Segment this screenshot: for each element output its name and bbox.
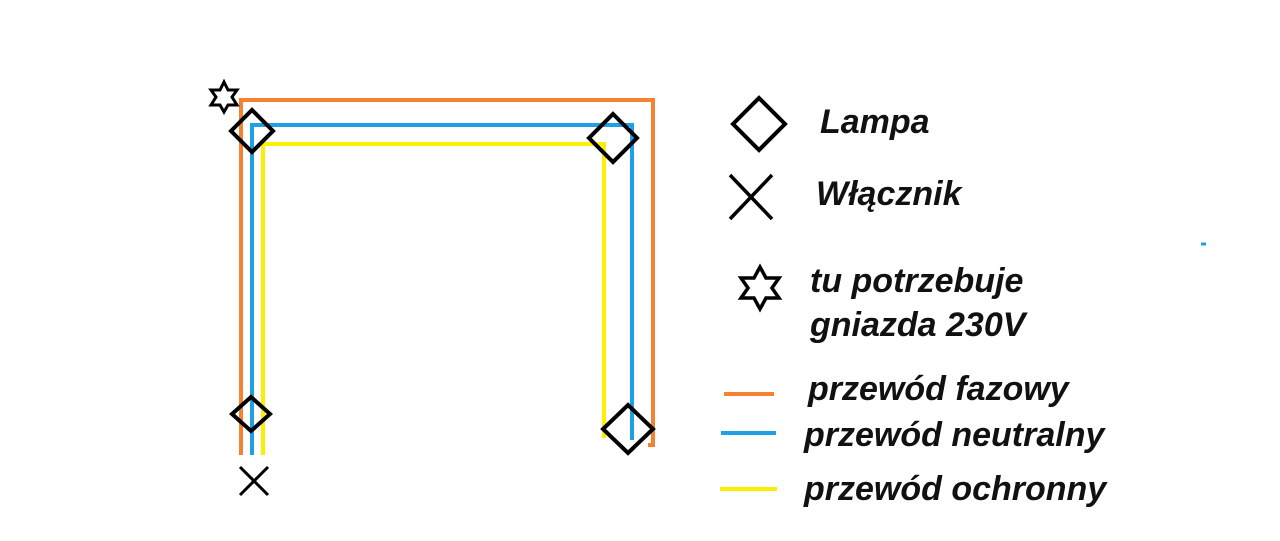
diamond-icon	[730, 95, 788, 153]
phase-wire	[239, 98, 655, 455]
legend-label-socket-line1: tu potrzebuje	[810, 262, 1023, 300]
switch-x-icon	[238, 465, 270, 497]
legend-label-neutral: przewód neutralny	[803, 416, 1106, 454]
legend-item-socket: tu potrzebuje gniazda 230V	[737, 262, 1029, 344]
lamp-diamond-icon	[586, 111, 640, 165]
legend-item-protective-wire: przewód ochronny	[720, 470, 1108, 508]
x-icon	[728, 173, 774, 221]
legend-label-protective: przewód ochronny	[803, 470, 1108, 508]
legend-label-switch: Włącznik	[816, 175, 964, 213]
hexagram-star-icon	[737, 263, 783, 313]
legend: Lampa Włącznik tu potrzebuje gniazda 230…	[720, 95, 1108, 508]
legend-label-lamp: Lampa	[820, 103, 930, 141]
lamps	[228, 107, 656, 456]
lamp-diamond-icon	[229, 394, 273, 434]
legend-item-phase-wire: przewód fazowy	[724, 370, 1071, 408]
protective-wire	[261, 142, 606, 455]
legend-item-neutral-wire: przewód neutralny	[721, 416, 1106, 454]
socket-star-icon	[208, 78, 240, 116]
neutral-wire	[250, 123, 634, 455]
lamp-diamond-icon	[600, 402, 656, 456]
lamp-diamond-icon	[228, 107, 276, 155]
wiring-runs	[239, 98, 655, 455]
legend-label-phase: przewód fazowy	[807, 370, 1071, 408]
legend-label-socket-line2: gniazda 230V	[809, 306, 1029, 344]
legend-item-switch: Włącznik	[728, 173, 964, 221]
legend-item-lamp: Lampa	[730, 95, 930, 153]
